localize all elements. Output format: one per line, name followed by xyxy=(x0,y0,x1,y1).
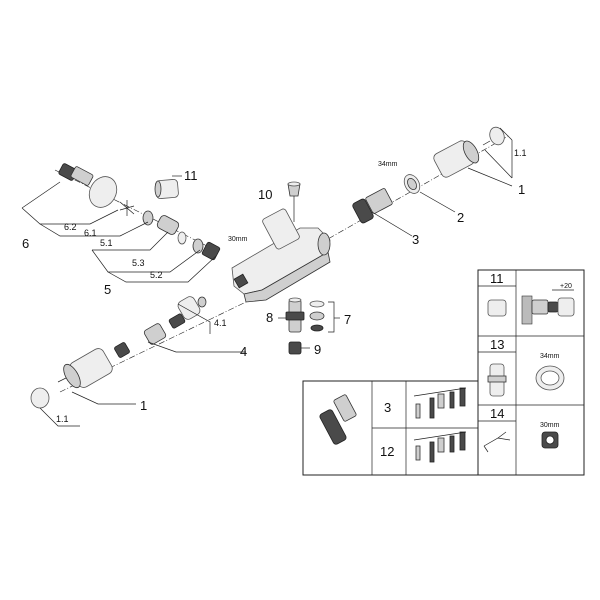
leader-5-1 xyxy=(92,231,169,251)
label-3: 3 xyxy=(412,232,419,247)
leader-1-left xyxy=(71,391,136,405)
part-4-1-connector xyxy=(143,323,167,345)
axis-right xyxy=(299,134,511,256)
label-1-1-right: 1.1 xyxy=(514,148,527,158)
spare-table-right xyxy=(477,269,585,476)
label-6-1: 6.1 xyxy=(84,228,97,238)
part-9-nut xyxy=(288,341,302,355)
part-2-ring xyxy=(403,174,456,213)
part-6-2-connector xyxy=(58,163,94,186)
part-11-insert xyxy=(154,179,179,199)
label-2: 2 xyxy=(457,210,464,225)
label-6-2: 6.2 xyxy=(64,222,77,232)
part-5-1-gasket xyxy=(119,200,154,226)
label-6: 6 xyxy=(22,236,29,251)
label-5: 5 xyxy=(104,282,111,297)
leader-5 xyxy=(91,249,201,273)
part-5-3-elbow xyxy=(156,215,187,245)
label-1-left: 1 xyxy=(140,398,147,413)
table-label-12: 12 xyxy=(380,444,394,459)
part-8-cartridge xyxy=(285,297,305,333)
part-1-handle-right xyxy=(433,140,513,187)
label-34mm-top: 34mm xyxy=(378,161,398,168)
part-1-1-cap-left xyxy=(30,387,50,409)
label-4-1: 4.1 xyxy=(214,318,227,328)
label-30mm-mid: 30mm xyxy=(228,236,248,243)
mixer-body xyxy=(231,208,331,303)
label-9: 9 xyxy=(314,342,321,357)
table-label-3: 3 xyxy=(384,400,391,415)
leader-7 xyxy=(328,301,335,333)
leader-1-1-left xyxy=(39,407,80,427)
leader-6 xyxy=(21,207,119,225)
part-10-cap xyxy=(287,181,301,222)
table-dim-34mm: 34mm xyxy=(540,353,560,360)
leader-5-2 xyxy=(107,255,217,283)
part-1-handle-left xyxy=(57,342,130,389)
leader-4-1 xyxy=(177,303,211,334)
label-11: 11 xyxy=(184,168,198,183)
label-1-1-left: 1.1 xyxy=(56,414,69,424)
table-label-11: 11 xyxy=(490,271,504,286)
axis-left-upper xyxy=(54,169,216,251)
table-dim-30mm: 30mm xyxy=(540,422,560,429)
label-7: 7 xyxy=(344,312,351,327)
table-label-14: 14 xyxy=(490,406,504,421)
label-5-3: 5.3 xyxy=(132,258,145,268)
label-10: 10 xyxy=(258,187,272,202)
part-7-seals xyxy=(309,300,325,332)
part-1-1-cap-right xyxy=(482,126,513,179)
label-4: 4 xyxy=(240,344,247,359)
spare-table-bottom xyxy=(302,380,479,476)
label-5-2: 5.2 xyxy=(150,270,163,280)
leader-4 xyxy=(147,341,246,353)
leader-6-2 xyxy=(21,181,61,209)
part-5-2-nut xyxy=(192,238,221,261)
leader-6-1 xyxy=(39,221,149,237)
label-1-right: 1 xyxy=(518,182,525,197)
part-6-1-rosette xyxy=(88,176,118,208)
label-5-1: 5.1 xyxy=(100,238,113,248)
part-3-cartridge xyxy=(352,188,413,237)
label-8: 8 xyxy=(266,310,273,325)
table-label-13: 13 xyxy=(490,337,504,352)
table-dim-plus20: +20 xyxy=(560,283,572,290)
